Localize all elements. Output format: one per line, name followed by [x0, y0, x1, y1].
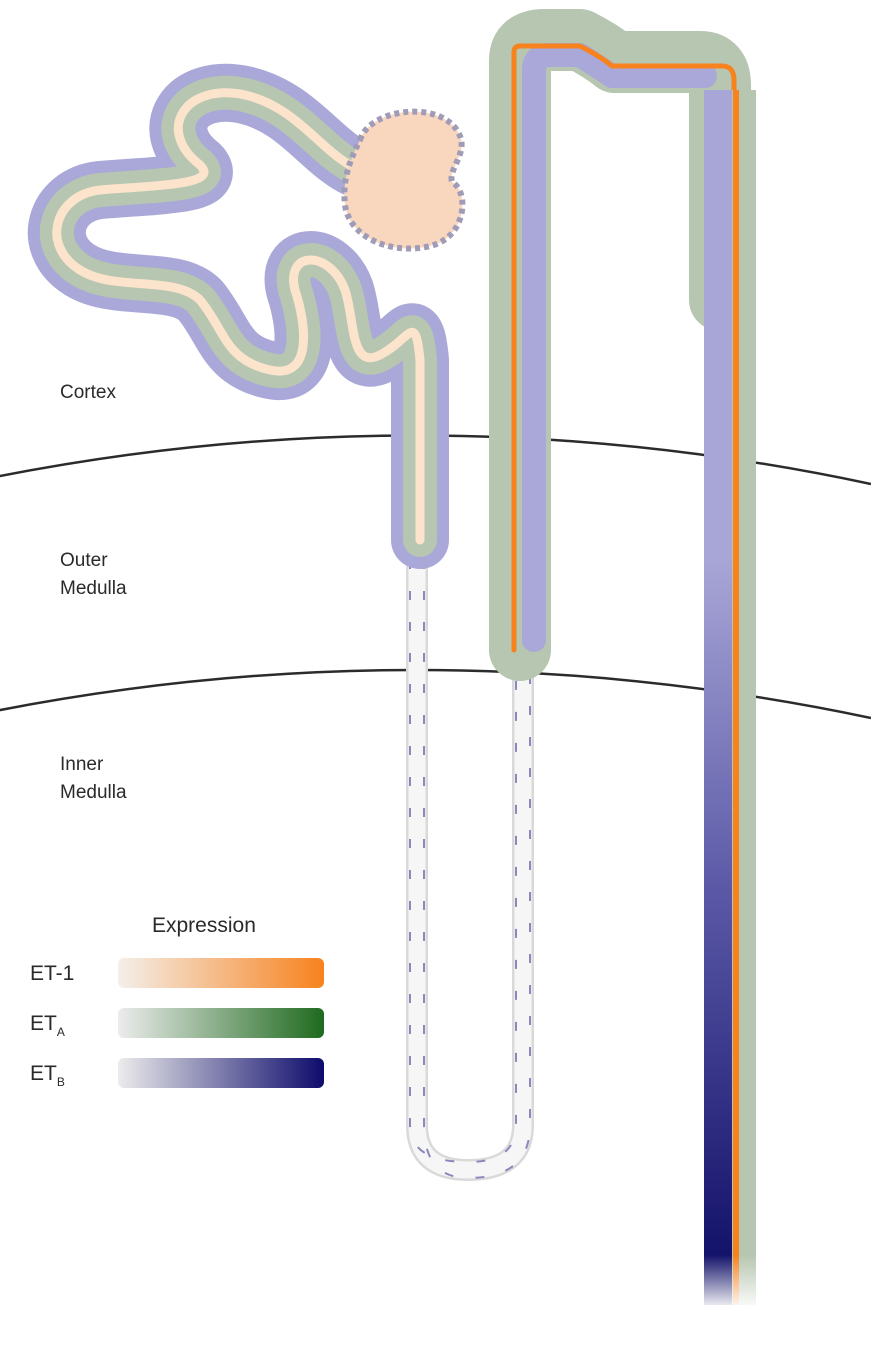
legend-label-eta: ETA — [30, 1012, 65, 1039]
expression-legend: Expression ET-1 ETA ETB — [30, 914, 324, 1089]
legend-label-subscript: A — [57, 1025, 65, 1039]
legend-swatch-eta — [118, 1008, 324, 1038]
glomerulus — [344, 112, 462, 249]
legend-swatch-et1 — [118, 958, 324, 988]
region-label-cortex: Cortex — [60, 382, 116, 403]
legend-swatch-etb — [118, 1058, 324, 1088]
region-label-outer-medulla: Outer Medulla — [60, 550, 127, 599]
region-label-line: Cortex — [60, 382, 116, 403]
region-label-line: Outer — [60, 550, 108, 571]
thick-ascending-limb — [514, 40, 734, 650]
region-label-line: Medulla — [60, 782, 127, 803]
legend-title: Expression — [152, 914, 256, 937]
legend-label-subscript: B — [57, 1075, 65, 1089]
region-label-line: Medulla — [60, 578, 127, 599]
collecting-duct — [696, 90, 766, 1315]
region-label-inner-medulla: Inner Medulla — [60, 754, 127, 803]
legend-label-text: ET-1 — [30, 962, 74, 985]
legend-label-text: ET — [30, 1062, 57, 1085]
legend-label-et1: ET-1 — [30, 962, 74, 985]
legend-label-text: ET — [30, 1012, 57, 1035]
region-label-line: Inner — [60, 754, 104, 775]
legend-label-etb: ETB — [30, 1062, 65, 1089]
